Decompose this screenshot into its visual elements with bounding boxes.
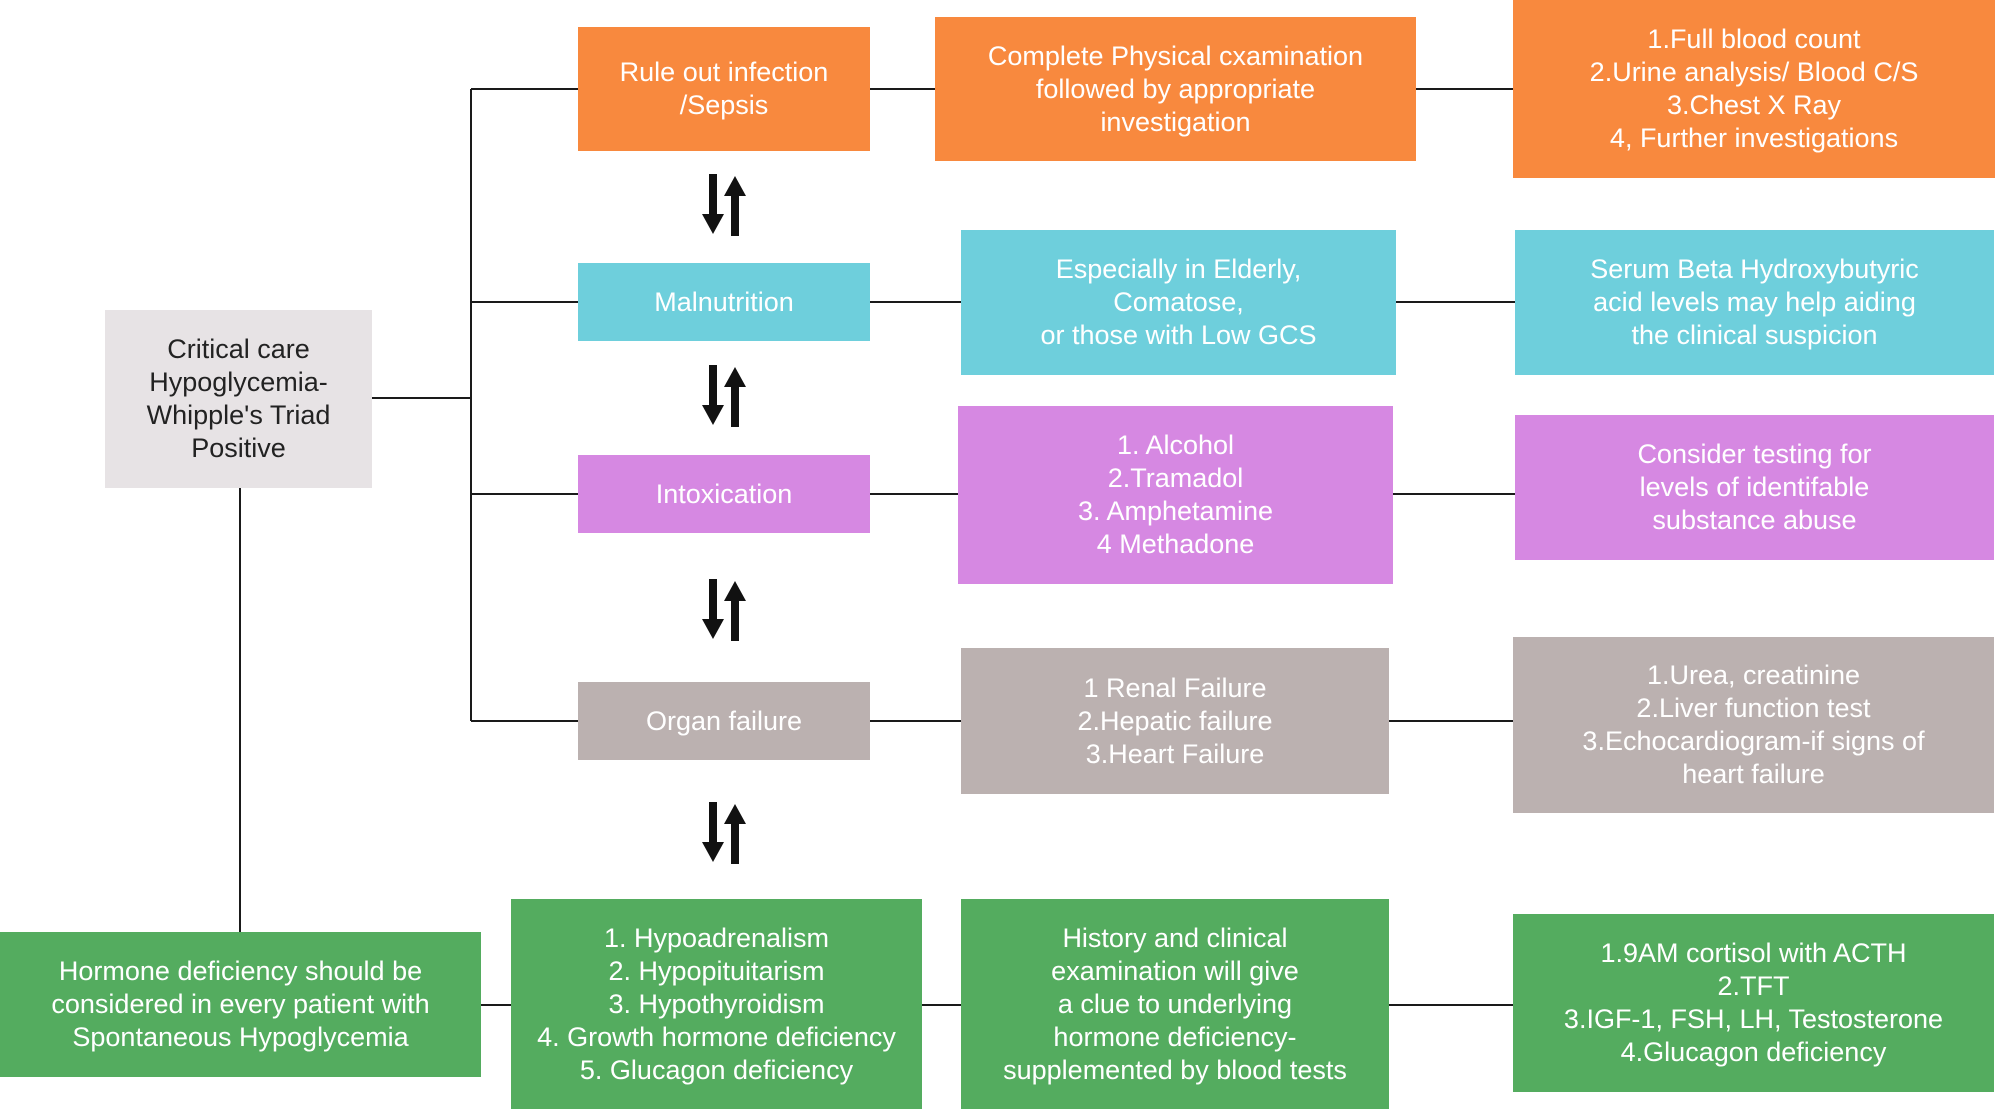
infection-investigation-text: 1.Full blood count 2.Urine analysis/ Blo…: [1589, 24, 1919, 153]
hormone-cause-text: Hormone deficiency should be considered …: [51, 956, 430, 1052]
intoxication-detail-text: 1. Alcohol 2.Tramadol 3. Amphetamine 4 M…: [1077, 430, 1274, 559]
intoxication-cause-text: Intoxication: [655, 478, 793, 509]
hormone-types-text: 1. Hypoadrenalism 2. Hypopituitarism 3. …: [537, 922, 896, 1085]
hormone-detail-box: History and clinical examination will gi…: [961, 899, 1389, 1109]
malnutrition-detail-text: Especially in Elderly, Comatose, or thos…: [1040, 254, 1317, 350]
hormone-investigation-text: 1.9AM cortisol with ACTH 2.TFT 3.IGF-1, …: [1563, 938, 1944, 1067]
malnutrition-investigation-text: Serum Beta Hydroxybutyric acid levels ma…: [1590, 254, 1919, 350]
intoxication-detail-box: 1. Alcohol 2.Tramadol 3. Amphetamine 4 M…: [958, 406, 1393, 584]
hormone-cause-box: Hormone deficiency should be considered …: [0, 932, 481, 1077]
organ-failure-cause-text: Organ failure: [645, 705, 803, 736]
infection-cause-text: Rule out infection /Sepsis: [619, 57, 829, 120]
malnutrition-investigation-box: Serum Beta Hydroxybutyric acid levels ma…: [1515, 230, 1994, 375]
intoxication-cause-box: Intoxication: [578, 455, 870, 533]
root-text: Critical care Hypoglycemia- Whipple's Tr…: [146, 334, 331, 463]
malnutrition-cause-box: Malnutrition: [578, 263, 870, 341]
down-up-arrows-icon: [702, 174, 746, 236]
infection-cause-box: Rule out infection /Sepsis: [578, 27, 870, 151]
organ-failure-detail-box: 1 Renal Failure 2.Hepatic failure 3.Hear…: [961, 648, 1389, 794]
root-box: Critical care Hypoglycemia- Whipple's Tr…: [105, 310, 372, 488]
organ-failure-investigation-text: 1.Urea, creatinine 2.Liver function test…: [1582, 660, 1925, 789]
infection-detail-box: Complete Physical cxamination followed b…: [935, 17, 1416, 161]
intoxication-investigation-box: Consider testing for levels of identifab…: [1515, 415, 1994, 560]
organ-failure-detail-text: 1 Renal Failure 2.Hepatic failure 3.Hear…: [1077, 672, 1273, 769]
malnutrition-cause-text: Malnutrition: [654, 286, 794, 317]
infection-investigation-box: 1.Full blood count 2.Urine analysis/ Blo…: [1513, 0, 1995, 178]
down-up-arrows-icon: [702, 579, 746, 641]
down-up-arrows-icon: [702, 365, 746, 427]
malnutrition-detail-box: Especially in Elderly, Comatose, or thos…: [961, 230, 1396, 375]
hormone-types-box: 1. Hypoadrenalism 2. Hypopituitarism 3. …: [511, 899, 922, 1109]
organ-failure-cause-box: Organ failure: [578, 682, 870, 760]
intoxication-investigation-text: Consider testing for levels of identifab…: [1637, 439, 1872, 535]
organ-failure-investigation-box: 1.Urea, creatinine 2.Liver function test…: [1513, 637, 1994, 813]
hormone-detail-text: History and clinical examination will gi…: [1003, 922, 1347, 1085]
infection-detail-text: Complete Physical cxamination followed b…: [987, 40, 1364, 137]
down-up-arrows-icon: [702, 802, 746, 864]
hormone-investigation-box: 1.9AM cortisol with ACTH 2.TFT 3.IGF-1, …: [1513, 914, 1994, 1092]
